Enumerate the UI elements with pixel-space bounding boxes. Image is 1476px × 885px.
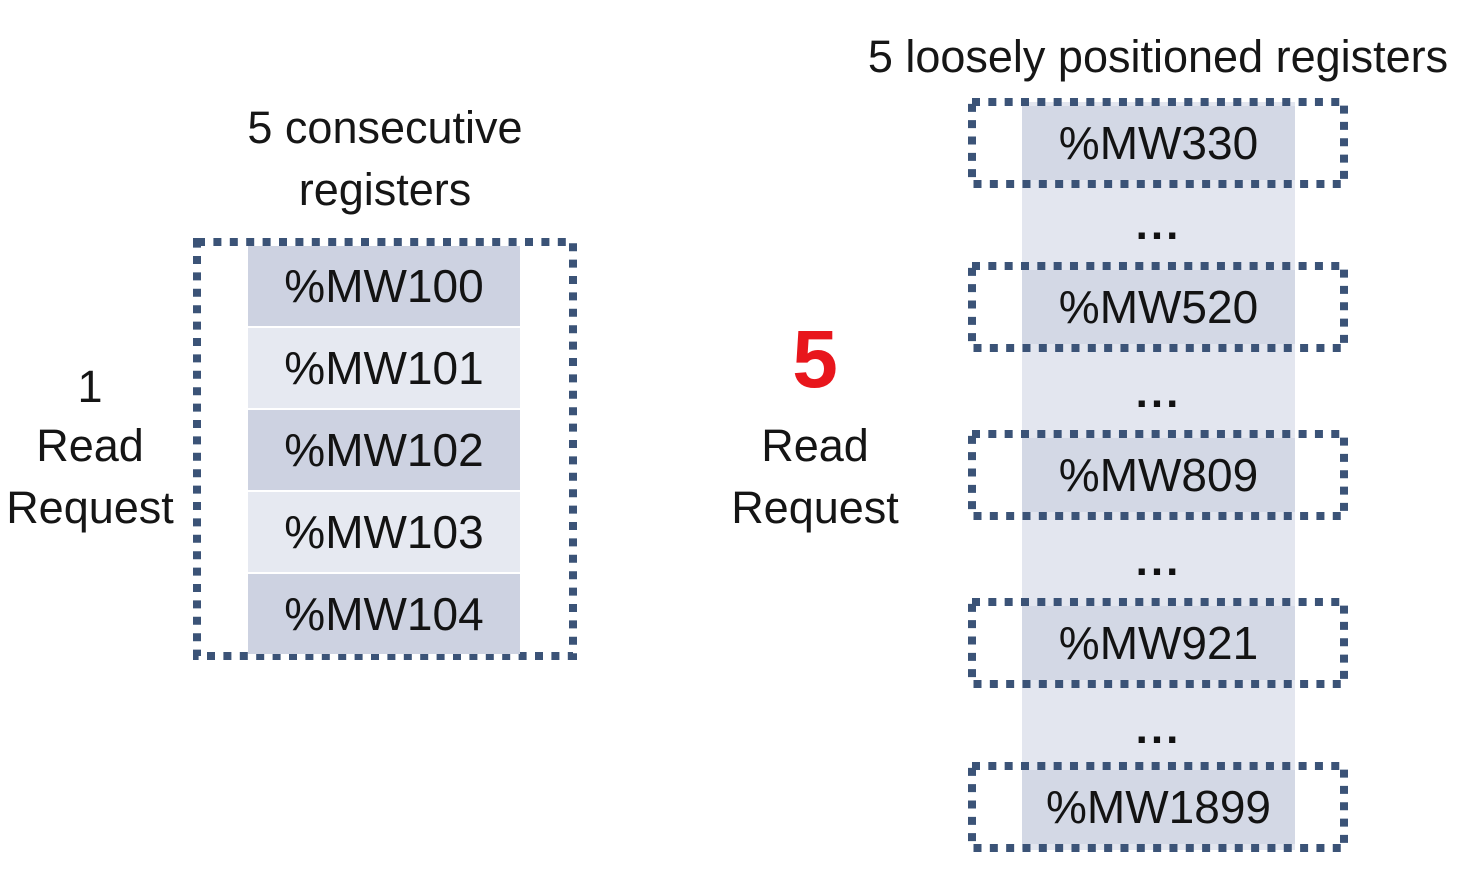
loose-register-box: %MW520 <box>968 262 1348 352</box>
register-cell: %MW330 <box>1022 106 1295 180</box>
ellipsis-separator: ... <box>1135 536 1182 585</box>
consecutive-registers-table: %MW100 %MW101 %MW102 %MW103 %MW104 <box>248 246 520 654</box>
register-cell: %MW1899 <box>1022 770 1295 844</box>
loose-register-box: %MW1899 <box>968 762 1348 852</box>
right-request-count: 5 <box>792 314 838 405</box>
register-cell: %MW809 <box>1022 438 1295 512</box>
register-cell: %MW921 <box>1022 606 1295 680</box>
dotted-border <box>968 430 1348 520</box>
right-request-label: 5 Read Request <box>705 312 925 539</box>
left-request-count: 1 <box>77 361 103 412</box>
ellipsis-separator: ... <box>1135 368 1182 417</box>
register-cell: %MW103 <box>248 492 520 572</box>
dotted-border <box>968 598 1348 688</box>
register-cell: %MW102 <box>248 410 520 490</box>
loose-register-box: %MW809 <box>968 430 1348 520</box>
loose-register-box: %MW921 <box>968 598 1348 688</box>
left-title: 5 consecutive registers <box>247 102 523 215</box>
register-cell: %MW101 <box>248 328 520 408</box>
ellipsis-separator: ... <box>1135 704 1182 753</box>
left-request-label: 1 Read Request <box>0 356 180 539</box>
register-cell: %MW104 <box>248 574 520 654</box>
loose-register-box: %MW330 <box>968 98 1348 188</box>
dotted-border <box>968 262 1348 352</box>
ellipsis-separator: ... <box>1135 200 1182 249</box>
register-cell: %MW520 <box>1022 270 1295 344</box>
right-title: 5 loosely positioned registers <box>867 31 1449 82</box>
consecutive-registers-box: %MW100 %MW101 %MW102 %MW103 %MW104 <box>193 238 577 660</box>
dotted-border <box>193 238 577 660</box>
left-request-text: Read Request <box>6 420 174 533</box>
register-cell: %MW100 <box>248 246 520 326</box>
right-request-text: Read Request <box>731 420 899 533</box>
dotted-border <box>968 762 1348 852</box>
dotted-border <box>968 98 1348 188</box>
